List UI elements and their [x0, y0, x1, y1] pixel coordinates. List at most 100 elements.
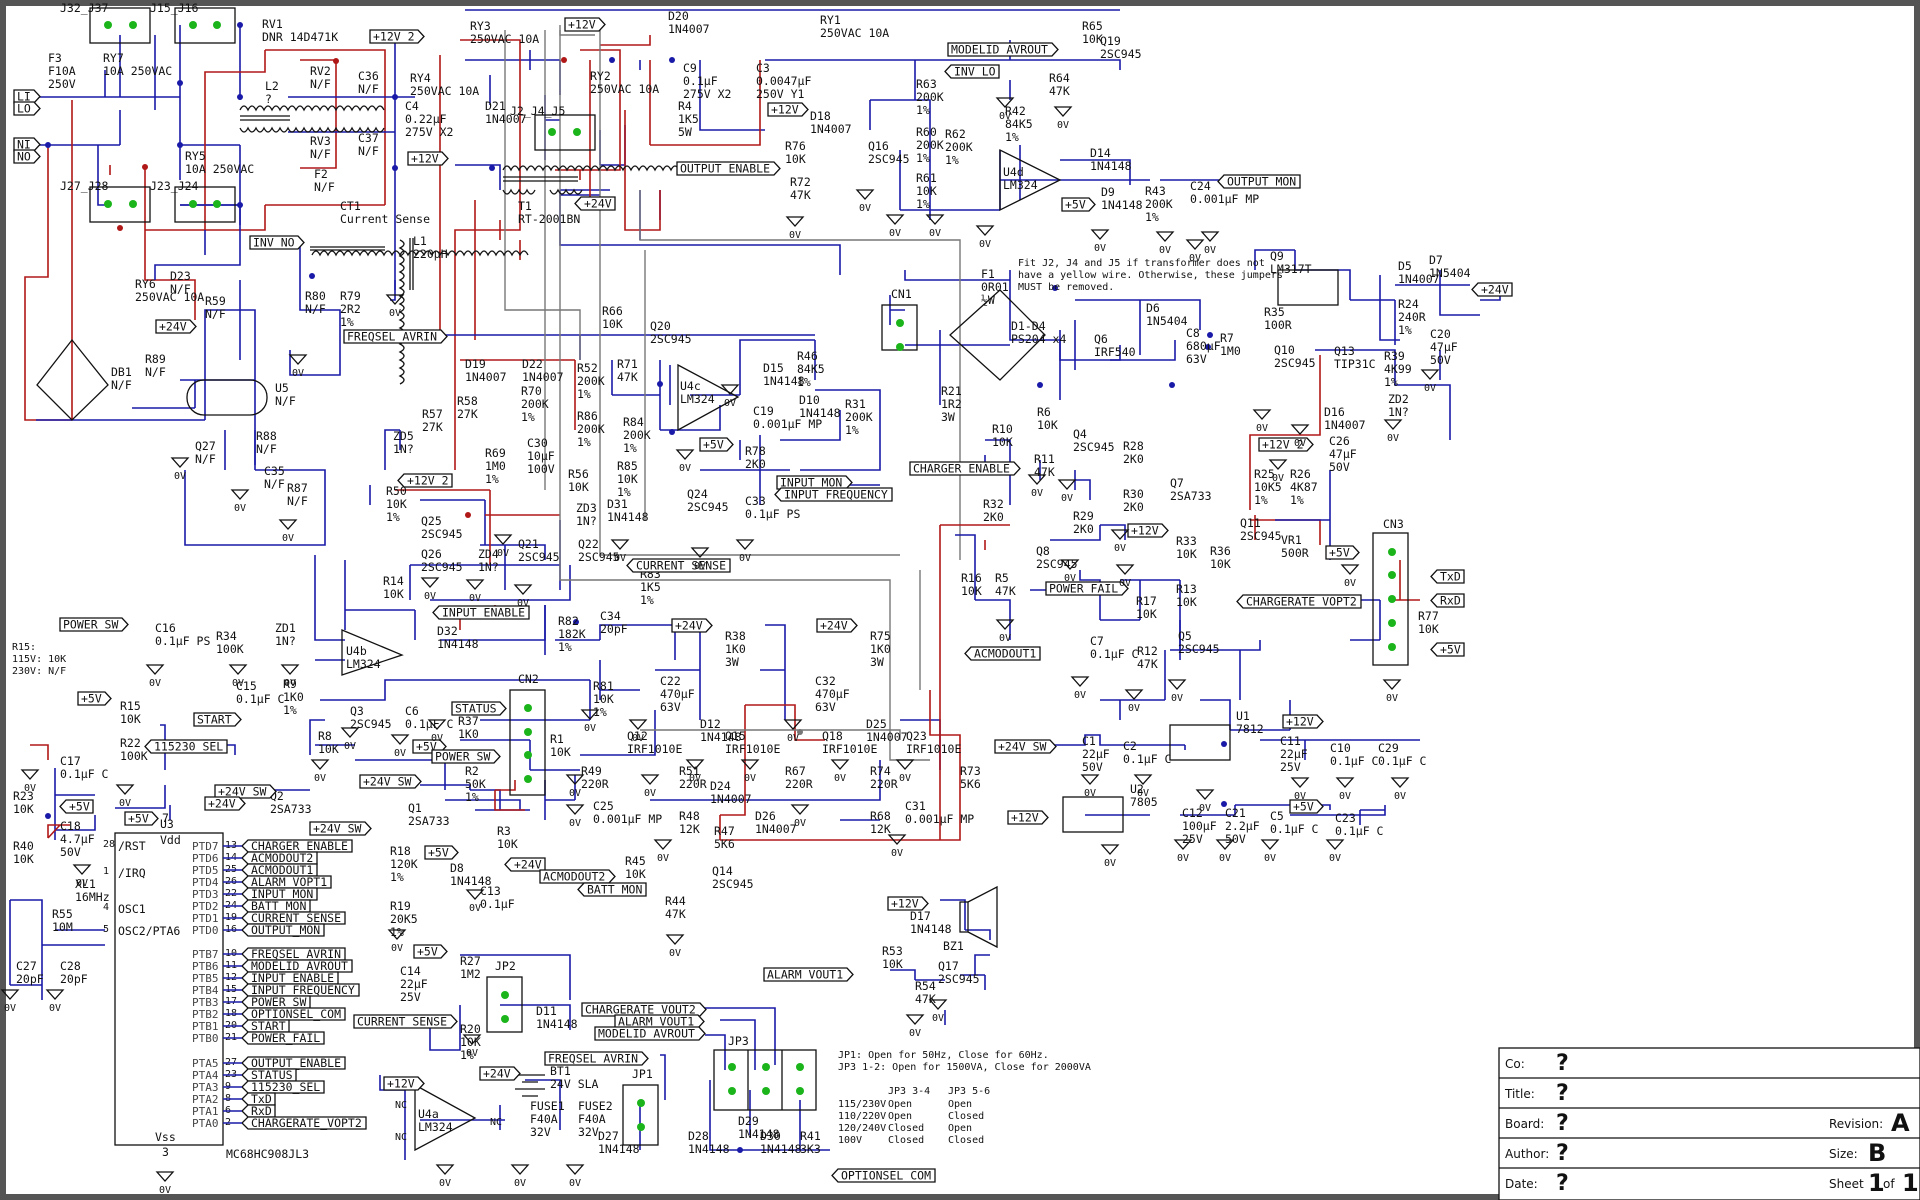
component-label-r31-ref: R31	[845, 397, 866, 411]
net-port-inv_lo: INV_LO	[944, 64, 1000, 79]
ground-icon	[1027, 474, 1047, 485]
component-label-r86-value2: 1%	[577, 435, 591, 449]
ground-label: 0V	[999, 633, 1011, 644]
component-label-d31-value1: 1N4148	[607, 510, 649, 524]
component-label-zd1-ref: ZD1	[275, 621, 296, 635]
component-label-f1-value1: 0R01	[981, 280, 1009, 294]
ground-label: 0V	[1256, 423, 1268, 434]
ground-label: 0V	[1204, 245, 1216, 256]
component-label-r79-value2: 1%	[340, 315, 354, 329]
component-label-u4c-ref: U4c	[680, 379, 701, 393]
mcu-pin-name: PTD0	[192, 924, 219, 937]
ground-label: 0V	[679, 463, 691, 474]
component-label-q24-value1: 2SC945	[687, 500, 729, 514]
component-label-r78-value1: 2K0	[745, 457, 766, 471]
net-port-label: +12V_2	[1262, 438, 1304, 452]
ground-icon	[1167, 679, 1187, 690]
component-label-r49-ref: R49	[581, 764, 602, 778]
ground-icon	[1290, 777, 1310, 788]
ground-icon	[1215, 839, 1235, 850]
junctions	[45, 22, 1227, 1153]
mcu-pin-number: 4	[103, 902, 109, 913]
component-label-vr1-ref: VR1	[1281, 533, 1302, 547]
component-label-c35-value1: N/F	[264, 477, 285, 491]
component-label-c14-value2: 25V	[400, 990, 421, 1004]
mcu-net-port: OUTPUT_ENABLE	[223, 1056, 346, 1070]
ground-icon	[20, 769, 40, 780]
component-label-q17-ref: Q17	[938, 959, 959, 973]
component-label-q16-value1: 2SC945	[868, 152, 910, 166]
component-label-r12-value1: 47K	[1137, 657, 1158, 671]
r15-note-230: 230V: N/F	[12, 666, 66, 677]
ground-icon	[115, 784, 135, 795]
jumper-j32-j37	[89, 7, 151, 44]
ground-icon	[45, 989, 65, 1000]
ground-icon	[145, 664, 165, 675]
net-port-label: +24V	[208, 797, 236, 811]
ground-label: 0V	[891, 848, 903, 859]
ground-label: 0V	[979, 239, 991, 250]
ground-icon	[1260, 839, 1280, 850]
component-label-r38-ref: R38	[725, 629, 746, 643]
component-label-c15-ref: C15	[236, 679, 257, 693]
ground-icon	[855, 189, 875, 200]
net-port-p24v_sw_q1: +24V_SW	[359, 774, 422, 789]
mcu-net-label: POWER_SW	[251, 995, 306, 1009]
component-label-d14-value1: 1N4148	[1090, 159, 1132, 173]
component-label-j32_j37-ref: J32_J37	[60, 1, 109, 15]
net-port-label: +12V_2	[407, 474, 449, 488]
component-label-r33-ref: R33	[1176, 534, 1197, 548]
component-label-c31-ref: C31	[905, 799, 926, 813]
component-label-r28-ref: R28	[1123, 439, 1144, 453]
component-label-d10-ref: D10	[799, 393, 820, 407]
net-port-label: NI	[17, 138, 31, 152]
component-label-r52-ref: R52	[577, 361, 598, 375]
ground-label: 0V	[569, 818, 581, 829]
component-symbols	[36, 7, 1409, 1152]
net-port-label: POWER_FAIL	[1049, 582, 1118, 596]
net-port-label: +5V	[417, 945, 438, 959]
component-label-r54-ref: R54	[915, 979, 936, 993]
ground-icon	[1290, 424, 1310, 435]
component-label-r53-value1: 10K	[882, 957, 903, 971]
component-label-r60-ref: R60	[916, 125, 937, 139]
component-label-zd2-ref: ZD2	[1388, 392, 1409, 406]
net-port-label: +5V	[1329, 546, 1350, 560]
tb-author-label: Author:	[1505, 1147, 1549, 1161]
ground-label: 0V	[1159, 245, 1171, 256]
component-label-cn2-ref: CN2	[518, 672, 539, 686]
net-port-label: +12V	[891, 897, 919, 911]
mcu-net-port: OPTIONSEL_COM	[223, 1007, 346, 1021]
mcu-net-label: ACMODOUT2	[251, 851, 313, 865]
component-label-cn1-ref: CN1	[891, 287, 912, 301]
component-label-d25-ref: D25	[866, 717, 887, 731]
component-label-r46-value1: 84K5	[797, 362, 825, 376]
ground-label: 0V	[469, 903, 481, 914]
net-port-NO: NO	[13, 149, 41, 164]
component-label-r26-value1: 4K87	[1290, 480, 1318, 494]
component-label-ry5-value1: 10A 250VAC	[185, 162, 254, 176]
component-label-c36-value1: N/F	[358, 82, 379, 96]
jumper-j23-j24	[174, 186, 236, 223]
component-label-r88-value1: N/F	[256, 442, 277, 456]
component-label-c31-value1: 0.001µF MP	[905, 812, 974, 826]
ground-icon	[513, 584, 533, 595]
component-label-r46-ref: R46	[797, 349, 818, 363]
net-port-p12v_top: +12V	[564, 17, 606, 32]
component-label-r73-value1: 5K6	[960, 777, 981, 791]
ground-icon	[427, 719, 447, 730]
component-label-c22-value2: 63V	[660, 700, 681, 714]
net-port-label: +24V	[1481, 283, 1509, 297]
net-port-label: CURRENT_SENSE	[636, 559, 726, 573]
component-label-ry2-value1: 250VAC 10A	[590, 82, 659, 96]
jp-table-header: JP3 3-4	[888, 1086, 930, 1097]
component-label-c12-value2: 25V	[1182, 832, 1203, 846]
jp1-note: JP1: Open for 50Hz, Close for 60Hz.	[838, 1050, 1049, 1061]
component-label-j15_j16-ref: J15_J16	[150, 1, 199, 15]
component-label-r34-value1: 100K	[216, 642, 244, 656]
mcu-pin-name: PTA0	[192, 1117, 219, 1130]
net-port-label: INV_NO	[253, 236, 295, 250]
connector-cn3	[1372, 532, 1409, 666]
net-port-current_sense_r83: CURRENT_SENSE	[626, 558, 731, 573]
component-label-r89-value1: N/F	[145, 365, 166, 379]
